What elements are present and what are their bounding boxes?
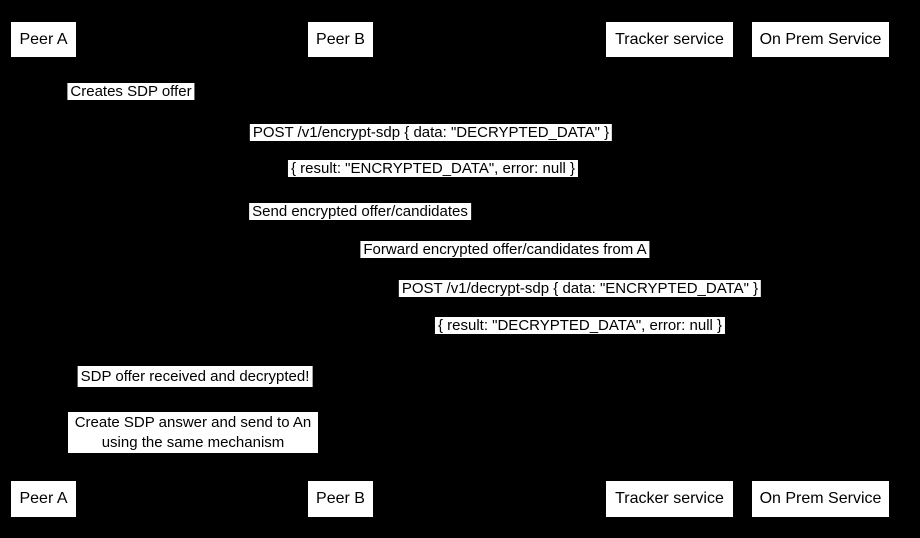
participant-bottom-tracker-service: Tracker service: [606, 481, 733, 517]
participant-top-peer-b: Peer B: [308, 22, 373, 57]
note-line-1: Create SDP answer and send to An: [74, 413, 312, 431]
message-sdp-offer-received: SDP offer received and decrypted!: [77, 366, 313, 387]
participant-top-on-prem-service: On Prem Service: [752, 22, 889, 57]
message-encrypt-result: { result: "ENCRYPTED_DATA", error: null …: [287, 160, 579, 177]
note-line-2: using the same mechanism: [101, 433, 285, 451]
message-post-encrypt-sdp: POST /v1/encrypt-sdp { data: "DECRYPTED_…: [249, 124, 613, 141]
message-send-encrypted-offer: Send encrypted offer/candidates: [249, 203, 471, 220]
participant-bottom-on-prem-service: On Prem Service: [752, 481, 889, 517]
participant-bottom-peer-b: Peer B: [308, 481, 373, 517]
participant-top-tracker-service: Tracker service: [606, 22, 733, 57]
participant-top-peer-a: Peer A: [11, 22, 76, 57]
message-decrypt-result: { result: "DECRYPTED_DATA", error: null …: [434, 317, 726, 334]
note-create-sdp-answer: Create SDP answer and send to An using t…: [68, 412, 318, 453]
message-post-decrypt-sdp: POST /v1/decrypt-sdp { data: "ENCRYPTED_…: [398, 280, 762, 297]
participant-bottom-peer-a: Peer A: [11, 481, 76, 517]
message-creates-sdp-offer: Creates SDP offer: [67, 83, 195, 100]
message-forward-encrypted-offer: Forward encrypted offer/candidates from …: [360, 241, 650, 258]
